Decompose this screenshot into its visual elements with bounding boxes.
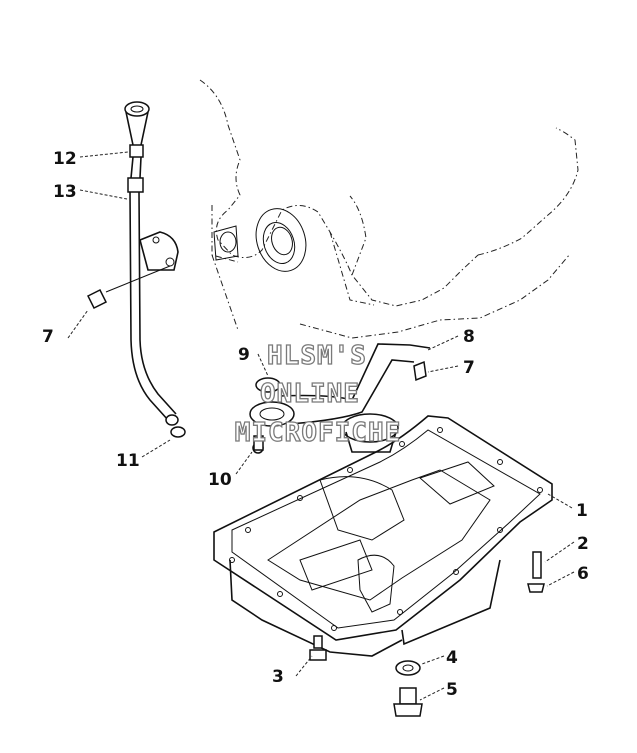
fasteners bbox=[309, 551, 545, 717]
callout-3: 3 bbox=[272, 667, 284, 687]
watermark-line-3: MICROFICHE bbox=[235, 418, 402, 448]
callout-10: 10 bbox=[208, 470, 232, 490]
callout-6: 6 bbox=[577, 564, 589, 584]
oil-pan bbox=[213, 415, 553, 657]
callout-4: 4 bbox=[446, 648, 458, 668]
oil-strainer bbox=[249, 343, 431, 454]
oil-dipstick-assembly bbox=[86, 101, 186, 438]
callout-9: 9 bbox=[238, 345, 250, 365]
engine-block-outline bbox=[199, 79, 579, 339]
watermark-line-1: HLSM'S bbox=[267, 341, 367, 371]
callout-7-right: 7 bbox=[463, 358, 475, 378]
watermark-line-2: ONLINE bbox=[260, 379, 360, 409]
callout-11: 11 bbox=[116, 451, 140, 471]
callout-labels: 12 13 7 11 10 9 8 7 1 2 6 3 4 5 bbox=[42, 149, 589, 700]
callout-7-left: 7 bbox=[42, 327, 54, 347]
callout-13: 13 bbox=[53, 182, 77, 202]
callout-2: 2 bbox=[577, 534, 589, 554]
callout-12: 12 bbox=[53, 149, 77, 169]
leader-lines bbox=[67, 151, 575, 701]
callout-1: 1 bbox=[576, 501, 588, 521]
watermark: HLSM'S ONLINE MICROFICHE bbox=[234, 340, 402, 448]
callout-5: 5 bbox=[446, 680, 458, 700]
callout-8: 8 bbox=[463, 327, 475, 347]
